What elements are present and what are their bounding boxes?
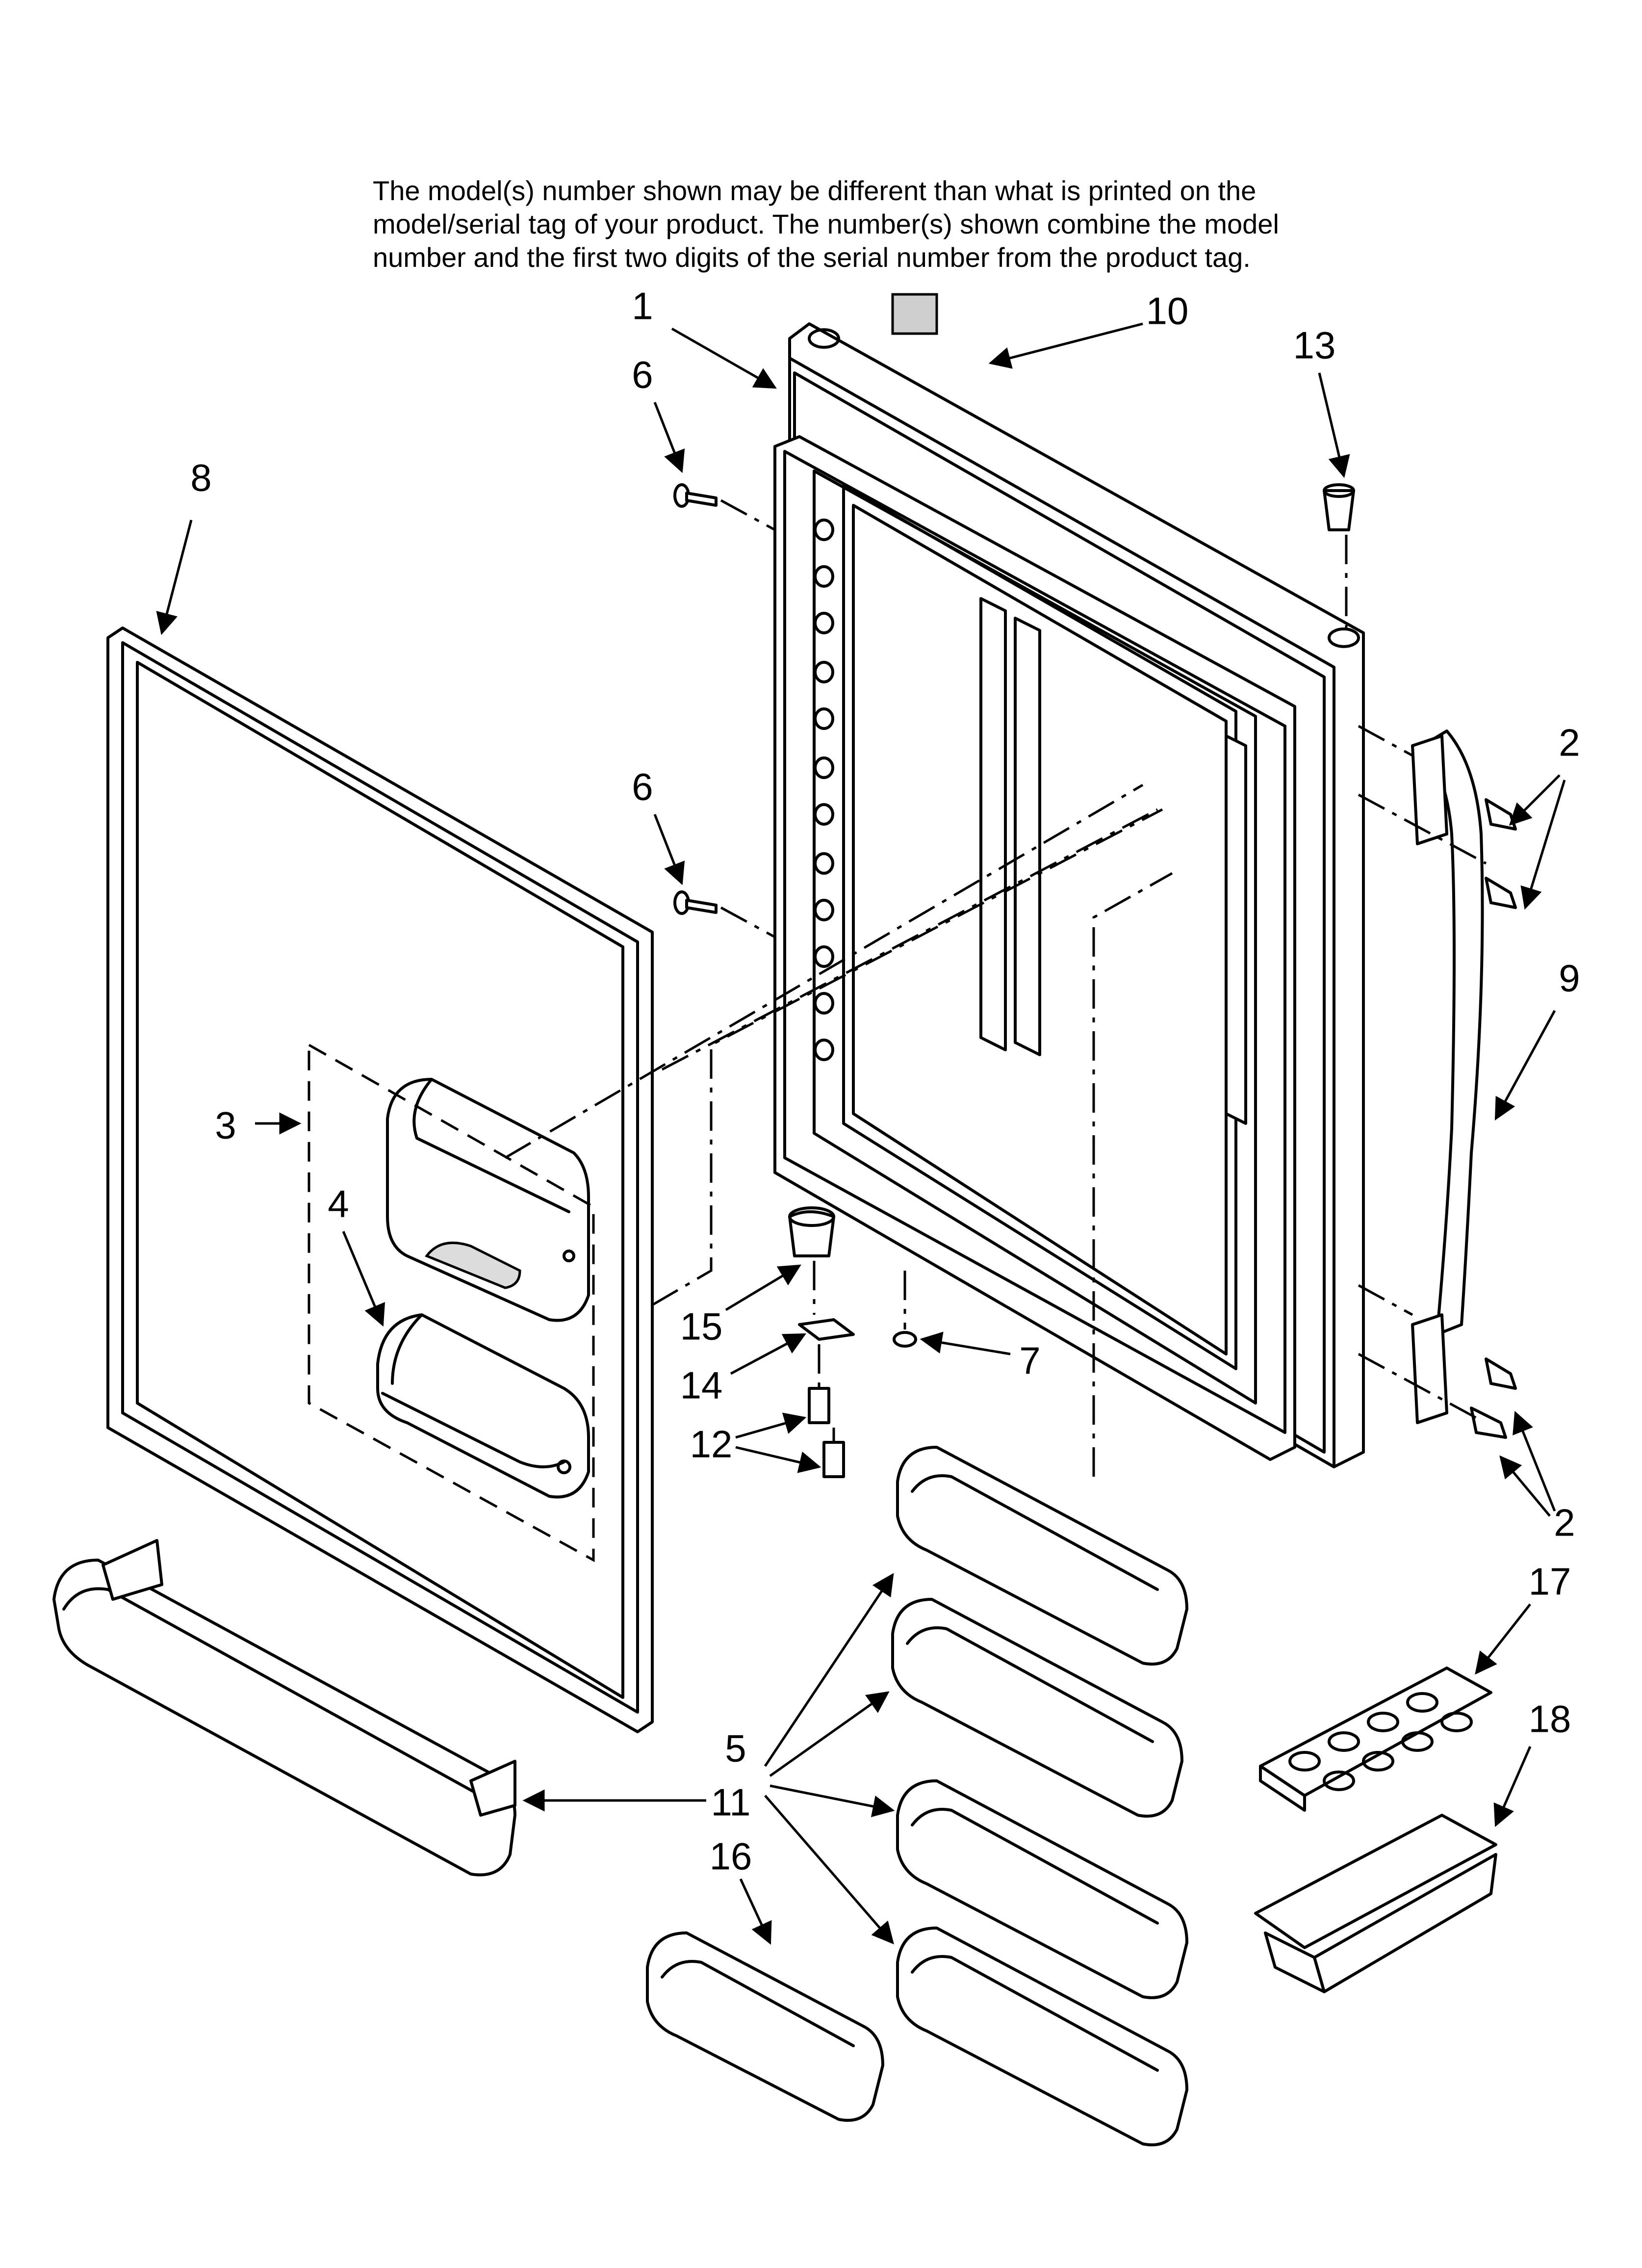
callout-10: 10 [1146,289,1189,333]
callout-18: 18 [1529,1697,1571,1741]
dispenser-group-outline [308,1043,595,1563]
callout-11: 11 [711,1781,751,1824]
handle-screws [1470,798,1517,1439]
notice-line-2: model/serial tag of your product. The nu… [373,209,1279,239]
egg-cups [1288,1692,1473,1791]
small-door-bin [646,1931,884,2122]
door-stop-pins [673,483,718,915]
leader-arrows [156,322,1566,1945]
door-bin-4 [896,1927,1188,2146]
dispenser-tray [376,1313,590,1499]
door-bin-2 [891,1598,1183,1818]
door-handle [1411,730,1484,1424]
callout-1: 1 [632,285,653,328]
handle-plug [1323,483,1355,531]
large-door-bin [52,1539,516,1877]
callout-15: 15 [680,1305,723,1348]
callout-2-upper: 2 [1559,721,1580,764]
door-bin-3 [896,1779,1188,1999]
model-number-notice: The model(s) number shown may be differe… [373,174,1501,274]
door-liner [773,435,1296,1461]
callout-14: 14 [680,1364,723,1407]
callout-6-lower: 6 [632,765,653,808]
serial-tag [891,293,938,335]
dispenser-cover [386,1078,590,1322]
door-bins [891,1446,1188,2146]
callout-6-upper: 6 [632,353,653,396]
notice-line-3: number and the first two digits of the s… [373,242,1251,273]
callout-9: 9 [1559,957,1580,1000]
callout-3: 3 [215,1104,236,1147]
callout-16: 16 [710,1835,752,1878]
assembly-lines [504,499,1487,1477]
callout-numbers: 1 10 13 6 6 8 2 9 3 4 15 14 12 7 2 17 18… [190,285,1580,1878]
notice-line-1: The model(s) number shown may be differe… [373,175,1257,206]
egg-tray [1259,1667,1492,1812]
storage-tray [1254,1814,1497,1993]
callout-5: 5 [725,1727,746,1770]
callout-12: 12 [690,1423,733,1466]
liner-button-column [814,519,834,1061]
callout-7: 7 [1019,1339,1040,1382]
callout-17: 17 [1529,1560,1571,1603]
callout-8: 8 [190,456,211,499]
door-bin-1 [896,1446,1188,1666]
callout-13: 13 [1293,324,1336,367]
callout-4: 4 [328,1182,349,1225]
hinge-hardware [788,1206,917,1478]
callout-2-lower: 2 [1554,1501,1575,1544]
